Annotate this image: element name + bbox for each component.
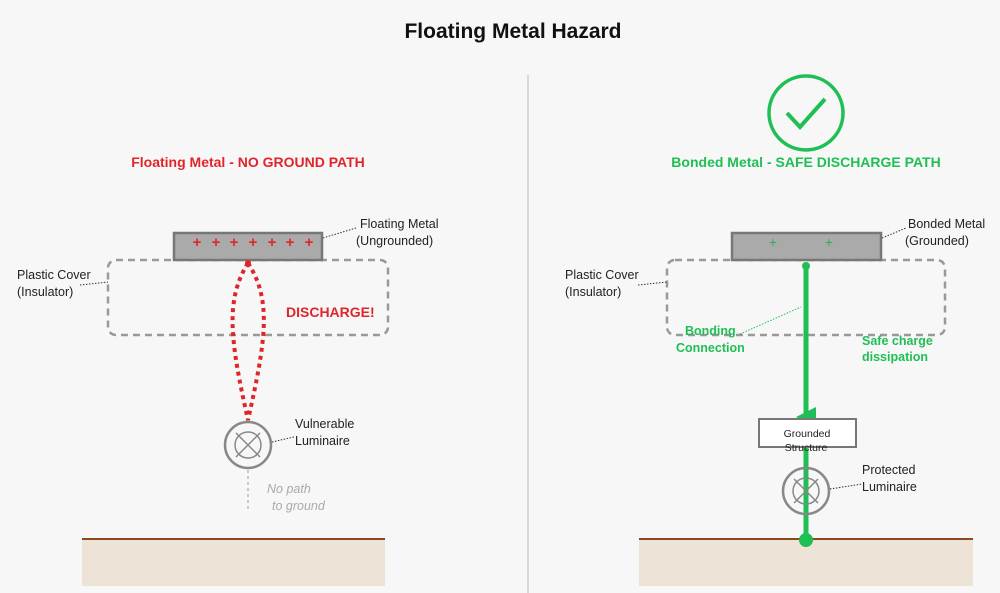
- bonding-label: Connection: [676, 341, 745, 355]
- luminaire-label: Luminaire: [862, 480, 917, 494]
- metal-label: Floating Metal: [360, 217, 439, 231]
- cover-label: (Insulator): [565, 285, 621, 299]
- charge: +: [249, 234, 258, 251]
- metal-label: (Grounded): [905, 234, 969, 248]
- checkmark-circle-icon: [767, 74, 845, 152]
- page-title: Floating Metal Hazard: [404, 20, 621, 43]
- charge: +: [212, 234, 221, 251]
- charge: +: [230, 234, 239, 251]
- luminaire-icon: [781, 466, 831, 516]
- luminaire-label: Protected: [862, 463, 916, 477]
- no-path-label: No path: [267, 482, 311, 496]
- right-heading: Bonded Metal - SAFE DISCHARGE PATH: [671, 154, 940, 170]
- bonding-label: Bonding: [685, 324, 736, 338]
- discharge-label: DISCHARGE!: [286, 304, 375, 320]
- plastic-cover: [106, 258, 390, 337]
- luminaire-label: Luminaire: [295, 434, 350, 448]
- bonded-metal: [730, 231, 883, 262]
- dissipation-label: dissipation: [862, 350, 928, 364]
- grounded-structure: [758, 418, 857, 448]
- metal-label: Bonded Metal: [908, 217, 985, 231]
- cover-label: Plastic Cover: [565, 268, 639, 282]
- metal-label: (Ungrounded): [356, 234, 433, 248]
- left-panel: Floating Metal - NO GROUND PATH + + + + …: [17, 154, 439, 586]
- no-path-label: to ground: [272, 499, 326, 513]
- cover-label: (Insulator): [17, 285, 73, 299]
- charge: +: [268, 234, 277, 251]
- plastic-cover: [665, 258, 947, 337]
- discharge-arc: [230, 261, 266, 421]
- structure-label: Structure: [785, 442, 828, 454]
- left-heading: Floating Metal - NO GROUND PATH: [131, 154, 365, 170]
- positive-charges: + + + + + + +: [193, 234, 314, 251]
- structure-label: Grounded: [784, 428, 831, 440]
- ground: [82, 539, 385, 586]
- right-panel: Bonded Metal - SAFE DISCHARGE PATH + + B…: [565, 74, 985, 586]
- luminaire-label: Vulnerable: [295, 417, 354, 431]
- dissipation-label: Safe charge: [862, 334, 933, 348]
- charge: +: [193, 234, 202, 251]
- cover-label: Plastic Cover: [17, 268, 91, 282]
- ground-connection: [799, 533, 813, 547]
- charge: +: [305, 234, 314, 251]
- charge: +: [769, 234, 777, 250]
- charge: +: [825, 234, 833, 250]
- charge: +: [286, 234, 295, 251]
